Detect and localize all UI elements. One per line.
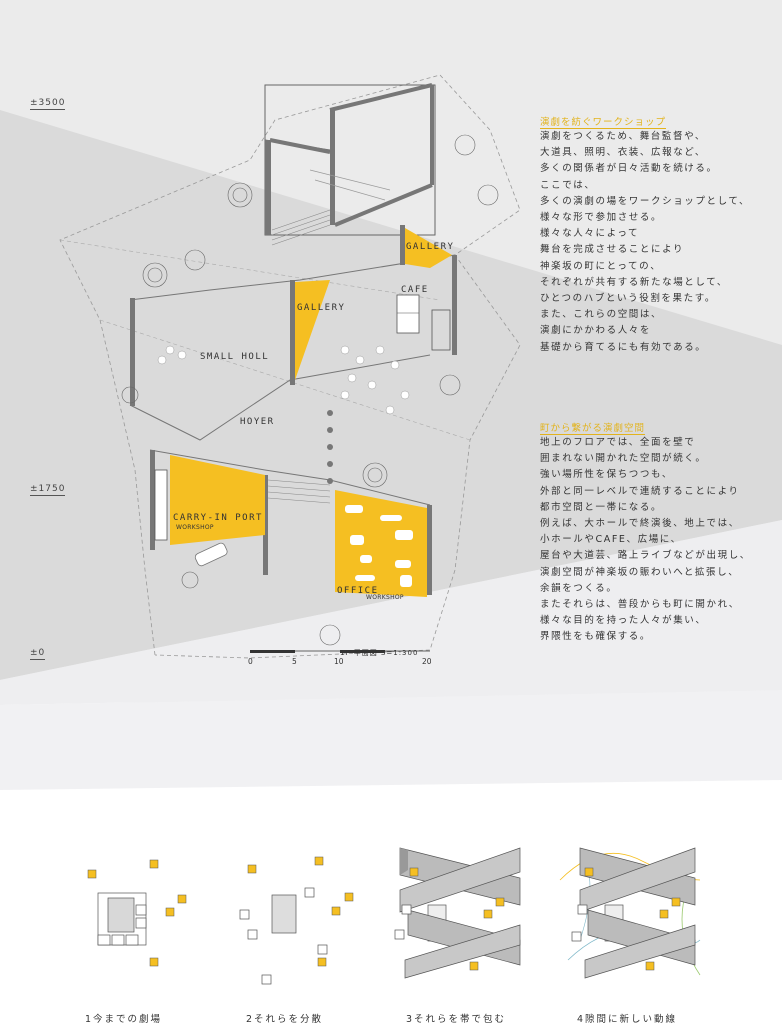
label-carry-in: CARRY-IN PORT bbox=[173, 513, 263, 523]
stairs-upper bbox=[271, 209, 331, 246]
section2-line: 余韻をつくる。 bbox=[540, 582, 618, 594]
diagram-3 bbox=[394, 847, 521, 979]
label-hoyer: HOYER bbox=[240, 417, 275, 427]
band-edge-2 bbox=[129, 354, 431, 441]
caption-diagram-2: 2それらを分散 bbox=[246, 1014, 324, 1025]
wall-carry-in bbox=[150, 450, 155, 550]
section2-title: 町から繋がる演劇空間 bbox=[540, 420, 646, 435]
level-top: ±3500 bbox=[30, 98, 66, 110]
car bbox=[194, 542, 228, 567]
caption-diagram-3: 3それらを帯で包む bbox=[406, 1014, 507, 1025]
label-office: OFFICE bbox=[337, 586, 379, 596]
stairs-lower bbox=[267, 479, 331, 504]
section2-line: 小ホールやCAFE、広場に、 bbox=[540, 534, 682, 546]
wall-small-holl bbox=[130, 298, 135, 406]
section1-line: 様々な人々によって bbox=[540, 228, 640, 240]
section1-line: 基礎から育てるにも有効である。 bbox=[540, 341, 707, 353]
label-gallery-lower: GALLERY bbox=[297, 303, 346, 313]
hall-wall-upper bbox=[269, 138, 331, 154]
elevator-core bbox=[154, 469, 168, 541]
section1-line: それぞれが共有する新たな場として、 bbox=[540, 276, 728, 288]
caption-diagram-4: 4隙間に新しい動線 bbox=[577, 1014, 678, 1025]
section2-line: 様々な目的を持った人々が集い、 bbox=[540, 615, 707, 627]
office-workshop-props bbox=[345, 505, 413, 587]
site-boundary bbox=[59, 74, 521, 659]
hall-wall-left bbox=[265, 140, 271, 235]
section2-line: 外部と同一レベルで連続することにより bbox=[540, 485, 740, 497]
hall-bridge bbox=[309, 169, 391, 201]
scale-tick-20: 20 bbox=[422, 657, 432, 666]
site-line-a bbox=[59, 239, 441, 301]
section1-line: 多くの関係者が日々活動を続ける。 bbox=[540, 163, 718, 175]
section2-line: 強い場所性を保ちつつも、 bbox=[540, 469, 673, 481]
site-line-b bbox=[99, 319, 471, 441]
section1-line: 演劇をつくるため、舞台監督や、 bbox=[540, 131, 707, 142]
section2-line: 囲まれない開かれた空間が続く。 bbox=[540, 453, 707, 465]
hall-wall-bottom bbox=[334, 183, 433, 227]
level-bottom: ±0 bbox=[30, 648, 46, 660]
section1-line: 神楽坂の町にとっての、 bbox=[540, 260, 662, 272]
section2-line: 演劇空間が神楽坂の賑わいへと拡張し、 bbox=[540, 566, 740, 578]
section1-line: 舞台を完成させることにより bbox=[540, 244, 685, 256]
label-office-sub: WORKSHOP bbox=[366, 594, 404, 601]
audience bbox=[157, 345, 410, 415]
section2-line: 例えば、大ホールで終演後、地上では、 bbox=[540, 518, 740, 530]
diagram-1 bbox=[87, 859, 187, 967]
scale-tick-5: 5 bbox=[292, 657, 297, 666]
section2-body: 地上のフロアでは、全面を壁で 囲まれない開かれた空間が続く。 強い場所性を保ちつ… bbox=[540, 435, 780, 646]
section1-line: ひとつのハブという役割を果たす。 bbox=[540, 293, 716, 305]
label-cafe: CAFE bbox=[401, 285, 429, 295]
section1-line: 多くの演劇の場をワークショップとして、 bbox=[540, 195, 751, 207]
wall-office bbox=[427, 505, 432, 595]
wall-cafe bbox=[452, 255, 457, 355]
section2-line: 屋台や大道芸、路上ライブなどが出現し、 bbox=[540, 550, 751, 562]
scale-title: 1F 平面図 S=1:300 bbox=[340, 649, 419, 657]
column-row bbox=[327, 410, 333, 484]
label-small-holl: SMALL HOLL bbox=[200, 352, 270, 362]
section1-line: 演劇にかかわる人々を bbox=[540, 325, 652, 337]
band-edge-3 bbox=[149, 449, 431, 506]
wall-gallery bbox=[290, 280, 295, 385]
wall-carry-in-right bbox=[263, 475, 268, 575]
section1-line: 様々な形で参加させる。 bbox=[540, 212, 663, 224]
section2-line: 地上のフロアでは、全面を壁で bbox=[540, 437, 696, 448]
section1-line: 大道具、照明、衣装、広報など、 bbox=[540, 147, 707, 159]
caption-diagram-1: 1今までの劇場 bbox=[85, 1014, 163, 1025]
diagram-2 bbox=[239, 856, 354, 985]
band-edge-1 bbox=[129, 254, 456, 301]
section1-body: 演劇をつくるため、舞台監督や、 大道具、照明、衣装、広報など、 多くの関係者が日… bbox=[540, 129, 780, 356]
section1-title: 演劇を紡ぐワークショップ bbox=[540, 114, 667, 129]
scale-tick-10: 10 bbox=[334, 657, 344, 666]
gallery-upper-fill bbox=[405, 228, 452, 268]
section2-line: 界隈性をも確保する。 bbox=[540, 631, 652, 643]
hall-wall-mid bbox=[330, 110, 335, 225]
band-lower bbox=[0, 520, 782, 705]
cafe-service bbox=[431, 309, 451, 351]
scale-tick-0: 0 bbox=[248, 657, 253, 666]
cafe-counter bbox=[396, 294, 420, 334]
level-mid: ±1750 bbox=[30, 484, 66, 496]
label-carry-in-sub: WORKSHOP bbox=[176, 524, 214, 531]
section2-line: またそれらは、普段からも町に開かれ、 bbox=[540, 599, 740, 611]
scale-bar bbox=[250, 650, 430, 653]
diagram-4 bbox=[559, 847, 701, 979]
band-base bbox=[0, 690, 782, 790]
office-fill bbox=[335, 490, 427, 597]
trees bbox=[121, 134, 499, 646]
hall-wall-top bbox=[329, 83, 433, 112]
label-gallery-upper: GALLERY bbox=[406, 242, 455, 252]
section1-line: ここでは、 bbox=[540, 179, 596, 191]
section1-line: また、これらの空間は、 bbox=[540, 309, 663, 321]
section2-line: 都市空間と一帯になる。 bbox=[540, 501, 663, 513]
wall-gallery-upper bbox=[400, 225, 405, 265]
gallery-lower-fill bbox=[295, 280, 330, 380]
carry-in-fill bbox=[170, 455, 265, 545]
